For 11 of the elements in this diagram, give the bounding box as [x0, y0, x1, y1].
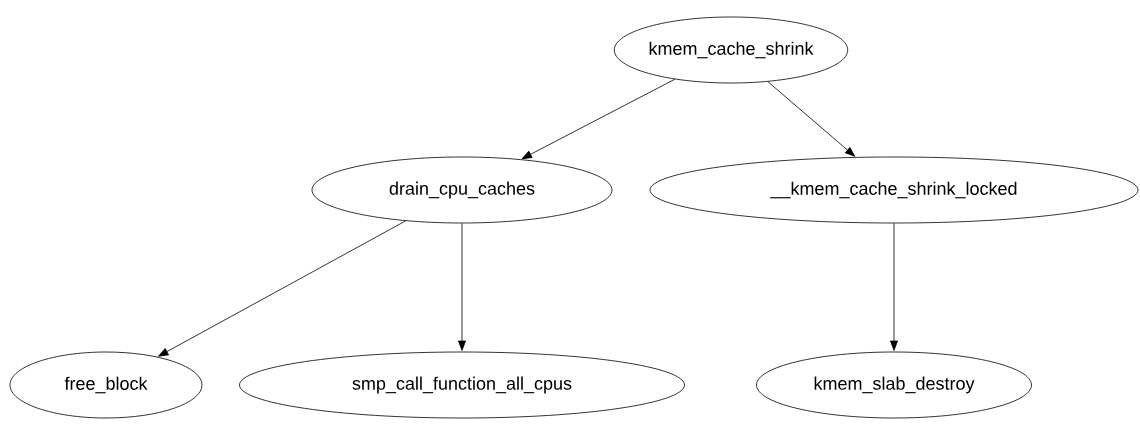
ellipse-node: smp_call_function_all_cpus [239, 351, 685, 419]
arrow [458, 223, 466, 351]
ellipse-node: free_block [9, 351, 203, 419]
ellipse-node: __kmem_cache_shrink_locked [649, 156, 1139, 224]
ellipse-node: drain_cpu_caches [311, 156, 613, 224]
arrow [521, 78, 676, 160]
ellipse-node: kmem_slab_destroy [756, 351, 1032, 419]
arrow [890, 223, 898, 351]
ellipse-node: kmem_cache_shrink [613, 16, 849, 84]
arrow [767, 81, 856, 157]
arrow [158, 220, 406, 357]
